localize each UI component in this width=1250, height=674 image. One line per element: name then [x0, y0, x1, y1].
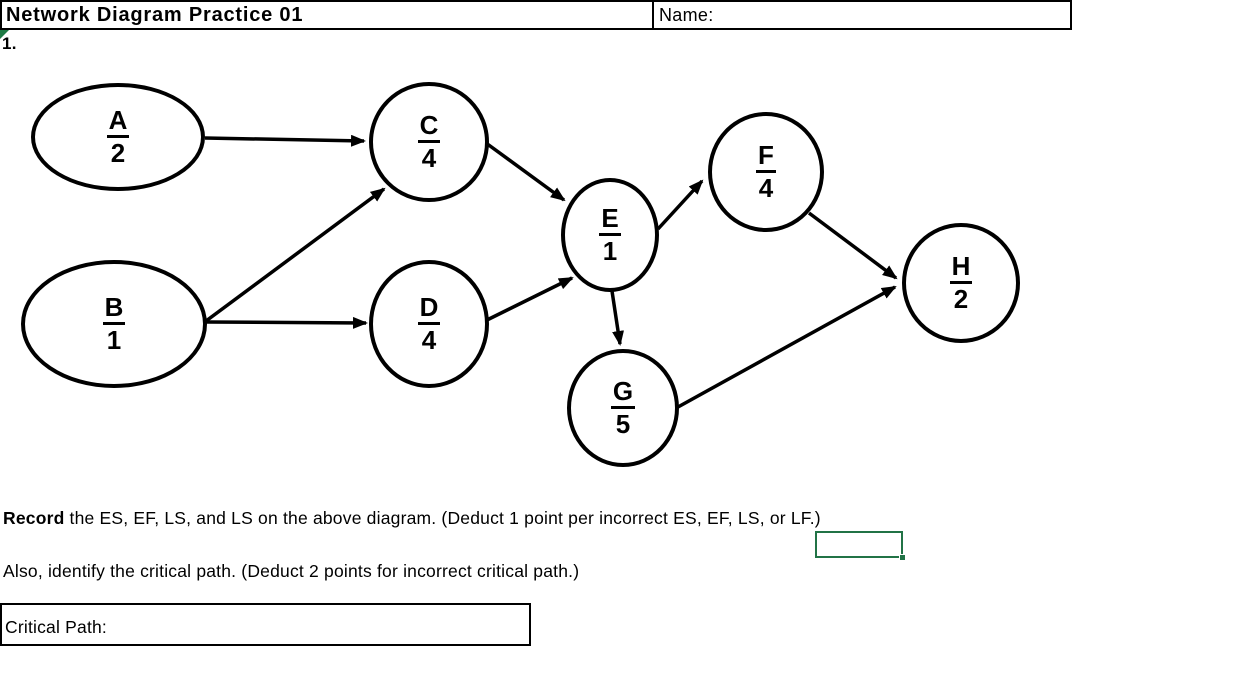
worksheet-title-cell: Network Diagram Practice 01 [0, 0, 654, 30]
node-F-label: F [756, 141, 776, 173]
instruction-line-1: Record the ES, EF, LS, and LS on the abo… [3, 508, 821, 529]
node-C-duration: 4 [421, 143, 437, 173]
edge-F-H [807, 211, 898, 280]
edge-E-F [656, 179, 704, 231]
critical-path-label: Critical Path: [5, 617, 107, 637]
node-C-label: C [417, 111, 441, 143]
instruction-line-1-rest: the ES, EF, LS, and LS on the above diag… [64, 508, 821, 528]
node-F-duration: 4 [758, 173, 774, 203]
node-G-duration: 5 [615, 409, 631, 439]
node-H-duration: 2 [953, 284, 969, 314]
edge-G-H [677, 285, 897, 409]
node-D-duration: 4 [421, 325, 437, 355]
instruction-bold-word: Record [3, 508, 65, 528]
node-B-duration: 1 [106, 325, 122, 355]
node-A-label: A [106, 106, 130, 138]
node-G-label: G [610, 377, 636, 409]
cell-error-indicator-icon [0, 30, 9, 39]
node-E-label: E [599, 204, 621, 236]
edge-D-E [486, 276, 574, 322]
edge-C-E [484, 141, 566, 202]
node-B-label: B [102, 293, 126, 325]
edge-E-G [610, 290, 624, 346]
edge-A-C [204, 134, 366, 147]
node-H-label: H [949, 252, 973, 284]
name-label: Name: [659, 4, 714, 25]
fill-handle[interactable] [899, 554, 906, 561]
edge-B-C [204, 187, 386, 323]
name-field-cell[interactable]: Name: [652, 0, 1072, 30]
node-D-label: D [417, 293, 441, 325]
node-A-duration: 2 [110, 138, 126, 168]
critical-path-answer-box[interactable]: Critical Path: [0, 603, 531, 646]
active-cell-selection[interactable] [815, 531, 906, 561]
page-title: Network Diagram Practice 01 [6, 3, 304, 26]
instruction-line-2: Also, identify the critical path. (Deduc… [3, 561, 580, 581]
edge-B-D [205, 316, 368, 329]
question-number: 1. [2, 34, 17, 53]
node-E-duration: 1 [602, 236, 618, 266]
